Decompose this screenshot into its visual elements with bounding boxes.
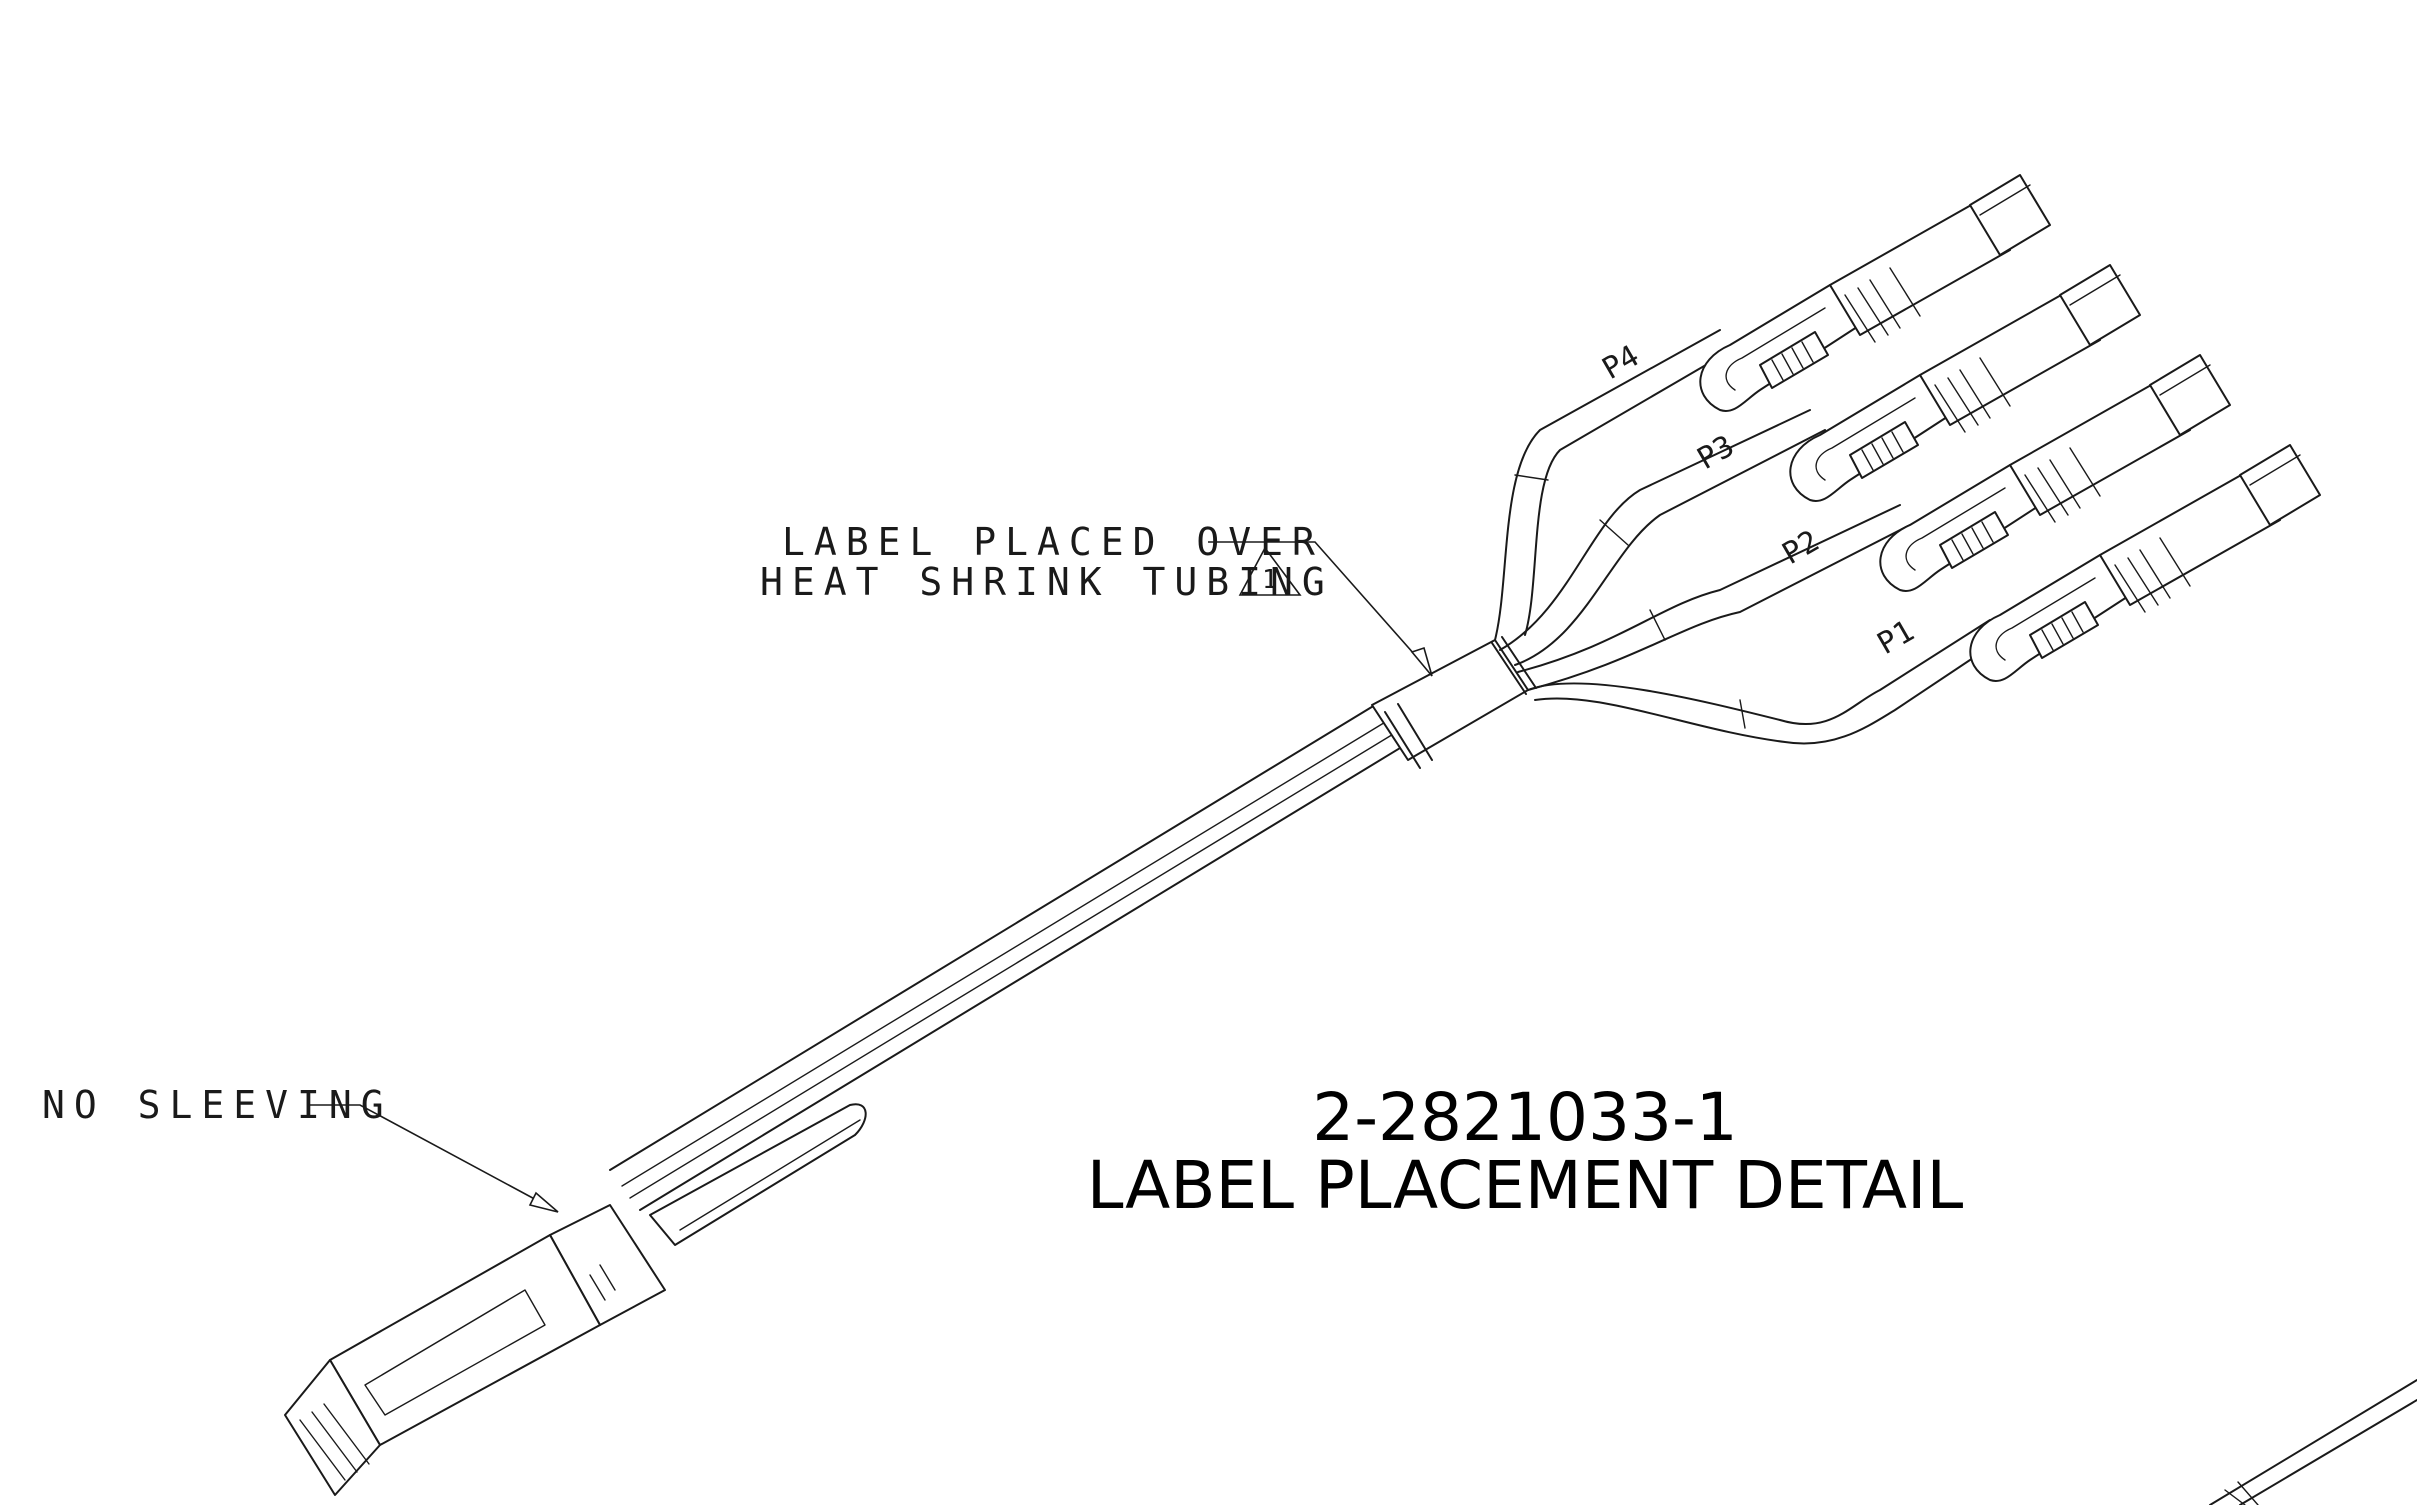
no-sleeving-arrow [528, 1191, 559, 1213]
no-sleeving-leader [310, 1104, 556, 1211]
leg-label-p1: P1 [1872, 614, 1921, 662]
note-label-placement: LABEL PLACED OVER HEAT SHRINK TUBING 1 [760, 520, 1433, 677]
drawing-title: 2-2821033-1 LABEL PLACEMENT DETAIL [1087, 1079, 1964, 1224]
heat-shrink-sleeve [1371, 636, 1537, 769]
revision-flag: 1 [1238, 546, 1302, 596]
breakout-legs [1494, 329, 2001, 745]
leader-line [1208, 541, 1431, 673]
revision-flag-number: 1 [1262, 565, 1278, 595]
qsfp-connector [284, 1103, 867, 1496]
main-trunk-cable [609, 704, 1406, 1211]
leader-arrow [1410, 646, 1433, 677]
leg-label-p2: P2 [1777, 524, 1826, 572]
leg-label-p4: P4 [1597, 339, 1646, 387]
note-line-2: HEAT SHRINK TUBING [760, 560, 1334, 604]
partial-connector [2209, 1379, 2417, 1505]
part-number: 2-2821033-1 [1312, 1079, 1738, 1156]
note-no-sleeving: NO SLEEVING [42, 1083, 559, 1213]
leg-label-p3: P3 [1692, 429, 1741, 477]
detail-caption: LABEL PLACEMENT DETAIL [1087, 1147, 1964, 1224]
